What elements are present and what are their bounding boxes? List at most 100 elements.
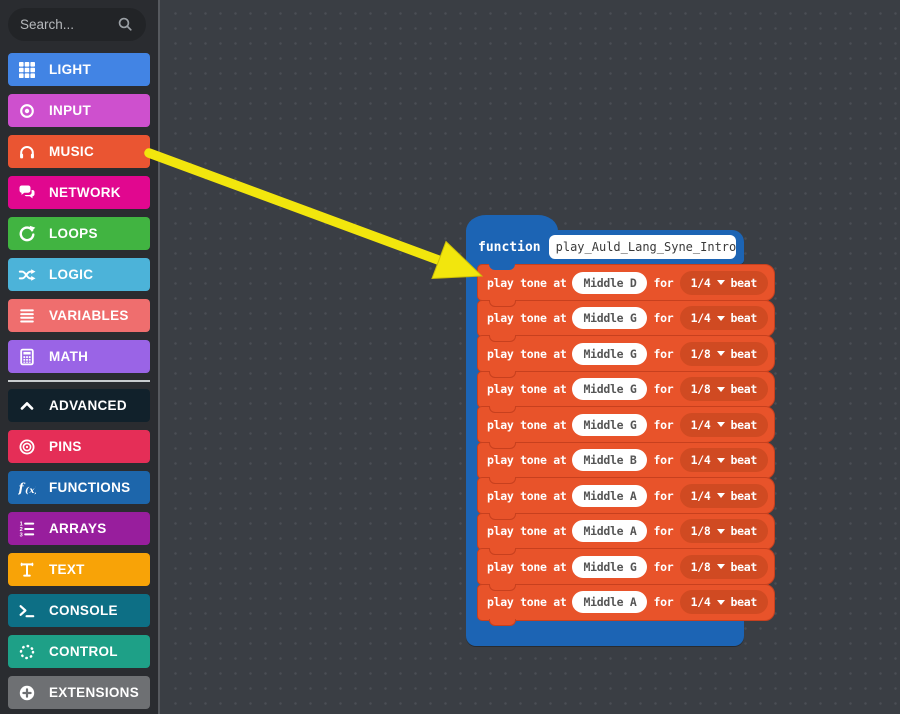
sidebar-item-logic[interactable]: LOGIC — [8, 258, 150, 291]
beat-label: beat — [730, 595, 758, 609]
sidebar-item-label: FUNCTIONS — [49, 480, 131, 495]
sidebar-item-label: LOGIC — [49, 267, 94, 282]
tone-rows: play tone at Middle D for 1/4 beat play … — [477, 263, 775, 626]
sidebar-item-label: INPUT — [49, 103, 91, 118]
play-tone-label: play tone at — [487, 382, 567, 396]
beat-label: beat — [730, 311, 758, 325]
play-tone-block[interactable]: play tone at Middle G for 1/4 beat — [477, 299, 775, 342]
play-tone-block[interactable]: play tone at Middle A for 1/4 beat — [477, 583, 775, 626]
play-tone-block[interactable]: play tone at Middle G for 1/8 beat — [477, 548, 775, 591]
search-icon[interactable] — [117, 16, 134, 33]
beat-dropdown[interactable]: 1/4 beat — [679, 412, 768, 437]
sidebar-item-loops[interactable]: LOOPS — [8, 217, 150, 250]
grid-icon — [19, 61, 35, 78]
sidebar-item-variables[interactable]: VARIABLES — [8, 299, 150, 332]
sidebar-item-pins[interactable]: PINS — [8, 430, 150, 463]
note-field[interactable]: Middle G — [572, 307, 648, 329]
play-tone-label: play tone at — [487, 453, 567, 467]
beat-dropdown[interactable]: 1/8 beat — [679, 377, 768, 401]
sidebar-item-advanced[interactable]: ADVANCED — [8, 389, 150, 422]
play-tone-block[interactable]: play tone at Middle G for 1/4 beat — [477, 406, 775, 449]
play-tone-block[interactable]: play tone at Middle G for 1/8 beat — [477, 370, 775, 413]
dropdown-caret-icon — [716, 493, 725, 498]
sidebar-item-label: CONTROL — [49, 644, 118, 659]
beat-dropdown[interactable]: 1/8 beat — [679, 519, 768, 543]
function-block-header[interactable]: function play_Auld_Lang_Syne_Intro — [466, 230, 744, 264]
sidebar-item-label: EXTENSIONS — [49, 685, 140, 700]
for-label: for — [653, 382, 674, 396]
sidebar-item-light[interactable]: LIGHT — [8, 53, 150, 86]
beat-label: beat — [730, 453, 758, 467]
sidebar-item-console[interactable]: CONSOLE — [8, 594, 150, 627]
text-icon — [20, 562, 34, 577]
rings-icon — [19, 439, 35, 454]
chevron-up-icon — [20, 401, 34, 410]
search-box[interactable]: Search... — [8, 8, 146, 41]
sidebar-item-label: LOOPS — [49, 226, 98, 241]
beat-dropdown[interactable]: 1/8 beat — [679, 554, 768, 579]
beat-dropdown[interactable]: 1/8 beat — [679, 341, 768, 366]
sidebar-item-math[interactable]: MATH — [8, 340, 150, 373]
play-tone-label: play tone at — [487, 275, 567, 290]
beat-fraction-value: 1/8 — [690, 559, 711, 574]
toolbox-sidebar: Search... LIGHT INPUT MUSIC — [0, 0, 160, 714]
svg-text:1: 1 — [20, 521, 23, 527]
svg-text:3: 3 — [20, 532, 23, 538]
beat-dropdown[interactable]: 1/4 beat — [679, 483, 768, 508]
sidebar-item-music[interactable]: MUSIC — [8, 135, 150, 168]
sidebar-item-label: ARRAYS — [49, 521, 107, 536]
play-tone-block[interactable]: play tone at Middle G for 1/8 beat — [477, 335, 775, 378]
function-name-field[interactable]: play_Auld_Lang_Syne_Intro — [548, 235, 736, 259]
sidebar-item-input[interactable]: INPUT — [8, 94, 150, 127]
sidebar-item-network[interactable]: NETWORK — [8, 176, 150, 209]
note-field[interactable]: Middle G — [572, 555, 648, 578]
svg-text:ƒ: ƒ — [18, 481, 26, 495]
beat-fraction-value: 1/4 — [690, 417, 711, 432]
note-field[interactable]: Middle A — [572, 591, 648, 613]
note-field[interactable]: Middle A — [572, 484, 648, 507]
beat-fraction-value: 1/8 — [690, 382, 711, 396]
play-tone-block[interactable]: play tone at Middle D for 1/4 beat — [477, 263, 775, 307]
beat-label: beat — [730, 524, 758, 538]
sidebar-item-label: NETWORK — [49, 185, 121, 200]
svg-text:(x): (x) — [25, 485, 36, 496]
play-tone-label: play tone at — [487, 524, 567, 538]
play-tone-block[interactable]: play tone at Middle B for 1/4 beat — [477, 441, 775, 484]
for-label: for — [653, 417, 674, 432]
note-field[interactable]: Middle A — [572, 520, 648, 542]
beat-dropdown[interactable]: 1/4 beat — [679, 590, 768, 614]
note-field[interactable]: Middle B — [572, 449, 648, 471]
beat-label: beat — [730, 382, 758, 396]
beat-dropdown[interactable]: 1/4 beat — [679, 448, 768, 472]
beat-label: beat — [730, 275, 758, 290]
play-tone-block[interactable]: play tone at Middle A for 1/4 beat — [477, 477, 775, 520]
chat-icon — [19, 185, 35, 198]
for-label: for — [653, 488, 674, 503]
beat-dropdown[interactable]: 1/4 beat — [679, 306, 768, 330]
sidebar-item-extensions[interactable]: EXTENSIONS — [8, 676, 150, 709]
play-tone-label: play tone at — [487, 559, 567, 574]
workspace-canvas[interactable]: function play_Auld_Lang_Syne_Intro play … — [162, 0, 900, 714]
dropdown-caret-icon — [716, 457, 725, 463]
for-label: for — [653, 453, 674, 467]
beat-label: beat — [730, 417, 758, 432]
sidebar-item-functions[interactable]: ƒ (x) FUNCTIONS — [8, 471, 150, 504]
dropdown-caret-icon — [716, 351, 725, 356]
note-field[interactable]: Middle G — [572, 342, 648, 365]
note-field[interactable]: Middle G — [572, 378, 648, 400]
play-tone-block[interactable]: play tone at Middle A for 1/8 beat — [477, 512, 775, 555]
sidebar-item-text[interactable]: TEXT — [8, 553, 150, 586]
for-label: for — [653, 595, 674, 609]
beat-fraction-value: 1/4 — [690, 595, 711, 609]
dropdown-caret-icon — [716, 386, 725, 392]
beat-label: beat — [730, 488, 758, 503]
beat-fraction-value: 1/8 — [690, 346, 711, 361]
sidebar-item-control[interactable]: CONTROL — [8, 635, 150, 668]
list-icon — [20, 308, 34, 322]
dropdown-caret-icon — [716, 422, 725, 427]
note-field[interactable]: Middle G — [572, 413, 648, 436]
beat-label: beat — [730, 346, 758, 361]
note-field[interactable]: Middle D — [572, 271, 648, 294]
beat-dropdown[interactable]: 1/4 beat — [679, 270, 768, 295]
